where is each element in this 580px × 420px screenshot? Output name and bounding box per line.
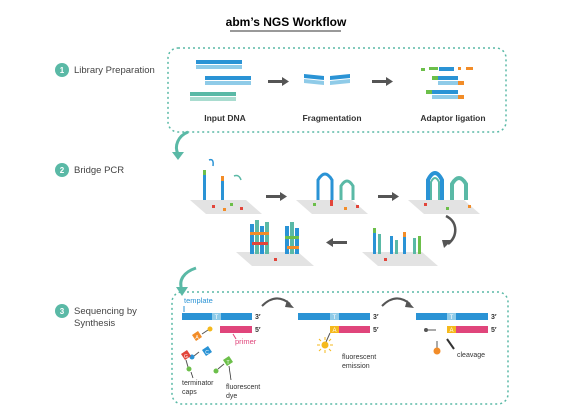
fluorescent-emission-label: fluorescent <box>342 354 376 361</box>
primer-strand-3 <box>447 326 488 333</box>
sequencing-panel-2: T 3′ A 5′ fluorescent emission <box>298 313 379 370</box>
step-1-label: Library Preparation <box>74 65 155 76</box>
svg-text:G: G <box>184 354 188 360</box>
bridge-pcr-platform-5 <box>236 220 314 266</box>
fluorescent-dye-label-2: dye <box>226 393 237 400</box>
svg-text:T: T <box>215 315 219 321</box>
primer-label: primer <box>235 337 257 346</box>
input-dna-illustration <box>190 60 251 101</box>
step-3-label-line2: Synthesis <box>74 318 115 329</box>
svg-text:3′: 3′ <box>491 314 497 321</box>
cleaved-dye <box>433 347 441 355</box>
curved-arrow-seq-2-to-3 <box>381 297 414 308</box>
sequencing-box <box>171 291 509 405</box>
arrow-pcr-2-to-3 <box>378 192 399 201</box>
template-label: template <box>184 296 213 305</box>
primer-strand-2 <box>330 326 370 333</box>
svg-text:A: A <box>449 328 453 334</box>
arrow-pcr-4-to-5 <box>326 238 347 247</box>
step-2-number: 2 <box>60 166 65 175</box>
curved-arrow-seq-1-to-2 <box>261 297 294 308</box>
step-1: 1 Library Preparation <box>55 63 155 77</box>
arrow-to-fragmentation <box>268 77 289 86</box>
svg-text:3′: 3′ <box>255 314 261 321</box>
cleavage-label: cleavage <box>457 352 485 359</box>
svg-text:3′: 3′ <box>373 314 379 321</box>
bridge-pcr-platform-3 <box>408 171 480 214</box>
step-3: 3 Sequencing by Synthesis <box>55 304 137 329</box>
bridge-pcr-platform-1 <box>190 158 262 214</box>
nucleotide-c <box>202 346 212 356</box>
curved-arrow-pcr-3-to-4 <box>442 214 457 248</box>
svg-text:C: C <box>205 350 209 356</box>
svg-text:T: T <box>333 315 337 321</box>
svg-text:T: T <box>450 315 454 321</box>
step-1-badge <box>55 63 69 77</box>
primer-strand-1 <box>220 326 252 333</box>
nucleotide-t <box>223 356 233 366</box>
diagram-title: abm’s NGS Workflow <box>226 15 347 29</box>
step-1-number: 1 <box>60 66 65 75</box>
step-2-label: Bridge PCR <box>74 165 124 176</box>
step-3-number: 3 <box>60 307 65 316</box>
arrow-to-adaptor-ligation <box>372 77 393 86</box>
step-3-label: Sequencing by <box>74 306 137 317</box>
curved-arrow-1-to-2 <box>172 130 189 160</box>
adaptor-ligation-caption: Adaptor ligation <box>420 113 485 123</box>
step-2: 2 Bridge PCR <box>55 163 124 177</box>
fragmentation-illustration <box>304 74 350 85</box>
step-2-badge <box>55 163 69 177</box>
adaptor-ligation-illustration <box>421 67 473 99</box>
fluorescent-dye-label: fluorescent <box>226 384 260 391</box>
arrow-pcr-1-to-2 <box>266 192 287 201</box>
svg-text:5′: 5′ <box>491 327 497 334</box>
step-3-badge <box>55 304 69 318</box>
nucleotide-g <box>181 350 191 360</box>
svg-text:5′: 5′ <box>255 327 261 334</box>
sequencing-panel-3: T 3′ A 5′ cleavage <box>416 313 497 359</box>
emission-burst <box>321 341 329 349</box>
sequencing-panel-1: template T 3′ 5′ primer A C G T terminat… <box>181 296 261 400</box>
terminator-caps-label: terminator <box>182 380 214 387</box>
fragmentation-caption: Fragmentation <box>302 113 361 123</box>
input-dna-caption: Input DNA <box>204 113 246 123</box>
bridge-pcr-platform-4 <box>362 228 438 266</box>
svg-text:A: A <box>332 328 336 334</box>
terminator-caps-label-2: caps <box>182 389 197 396</box>
svg-text:5′: 5′ <box>373 327 379 334</box>
library-prep-box <box>167 47 507 133</box>
svg-text:A: A <box>195 335 199 341</box>
fluorescent-emission-label-2: emission <box>342 363 370 370</box>
nucleotide-a <box>192 331 202 341</box>
svg-text:T: T <box>226 360 229 366</box>
bridge-pcr-platform-2 <box>296 172 368 214</box>
